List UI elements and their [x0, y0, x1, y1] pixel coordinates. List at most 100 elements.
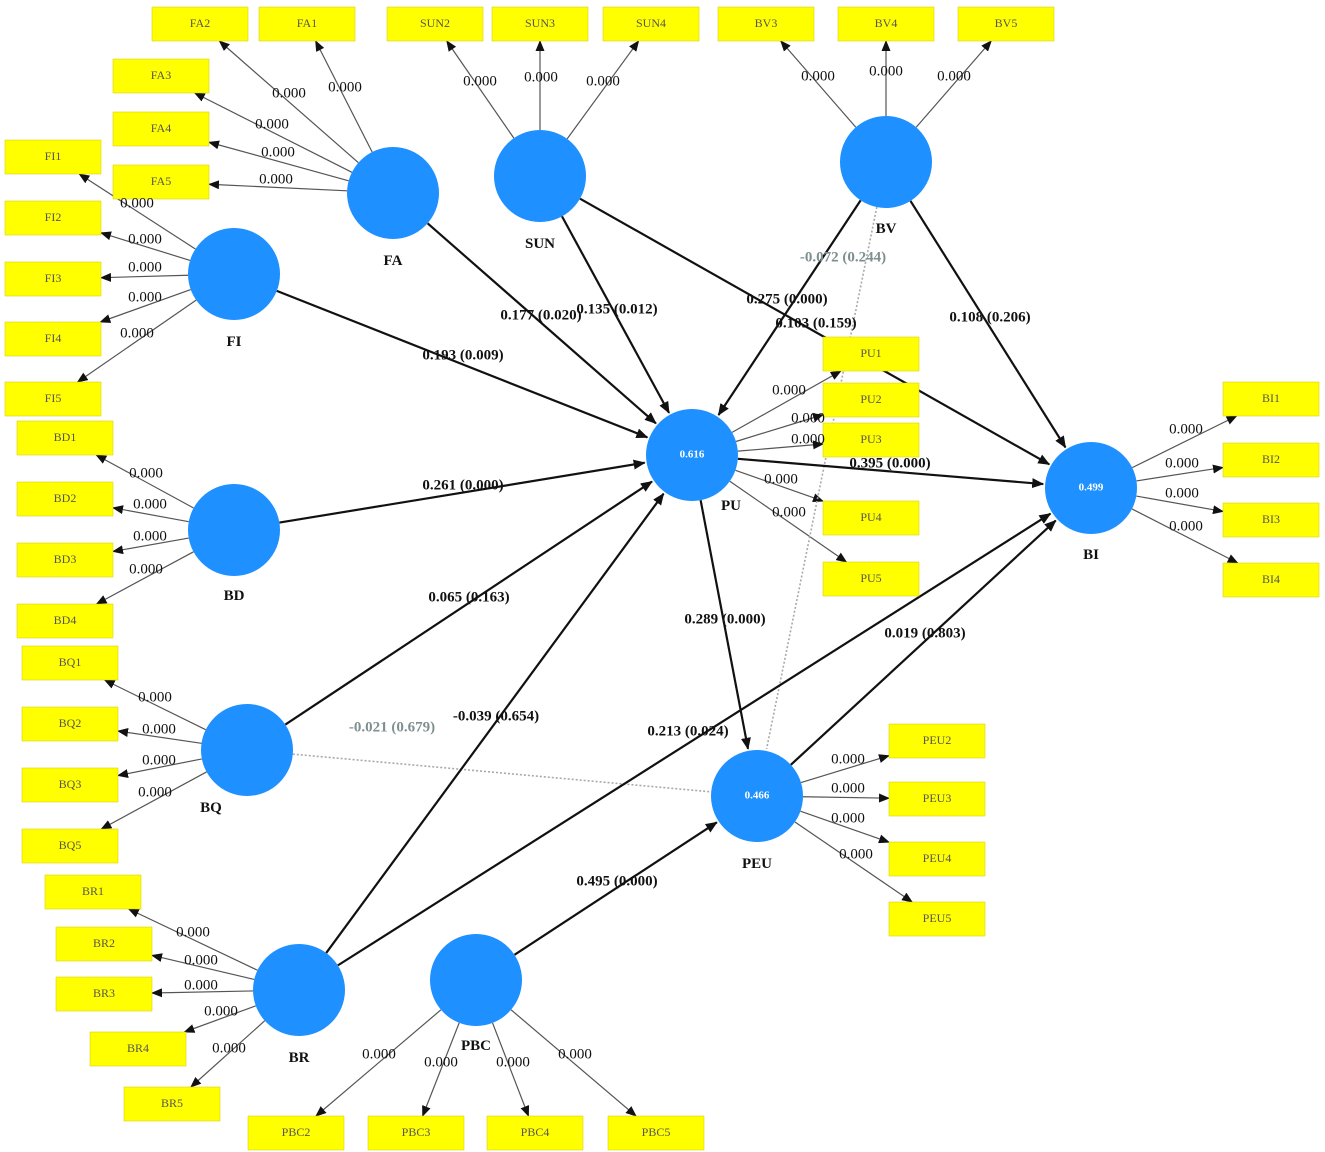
indicator-bq3[interactable]: BQ3 [21, 767, 119, 803]
latent-r-squared-bi: 0.499 [1079, 482, 1104, 494]
path-peu-to-bi[interactable] [790, 519, 1057, 766]
latent-fi[interactable] [188, 228, 280, 320]
loading-arrow-bi3 [1136, 495, 1224, 515]
latent-fa[interactable] [347, 147, 439, 239]
loading-arrow-pbc5 [510, 1009, 637, 1117]
indicator-bv3[interactable]: BV3 [717, 6, 815, 42]
indicator-fi2[interactable]: FI2 [4, 200, 102, 236]
indicator-sun4[interactable]: SUN4 [602, 6, 700, 42]
indicator-label-sun3: SUN3 [525, 16, 555, 30]
latent-pu[interactable]: 0.616 [646, 409, 738, 501]
indicator-peu3[interactable]: PEU3 [888, 781, 986, 817]
latent-r-squared-peu: 0.466 [745, 790, 770, 802]
indicator-peu4[interactable]: PEU4 [888, 841, 986, 877]
loading-arrow-peu3 [802, 793, 890, 803]
path-fa-to-pu[interactable] [426, 222, 657, 425]
indicator-fi1[interactable]: FI1 [4, 139, 102, 175]
indicator-box-fa2 [151, 6, 249, 42]
indicator-bq2[interactable]: BQ2 [21, 706, 119, 742]
latent-br[interactable] [253, 944, 345, 1036]
indicator-br2[interactable]: BR2 [55, 926, 153, 962]
indicator-pu2[interactable]: PU2 [822, 382, 920, 418]
path-bv-to-peu[interactable] [765, 206, 878, 750]
latent-sun[interactable] [494, 130, 586, 222]
path-br-to-pu[interactable] [325, 492, 665, 954]
indicator-bi1[interactable]: BI1 [1222, 381, 1320, 417]
indicator-br4[interactable]: BR4 [89, 1031, 187, 1067]
indicator-label-bd2: BD2 [54, 491, 77, 505]
path-bv-to-bi[interactable] [909, 200, 1067, 449]
indicator-fa5[interactable]: FA5 [112, 164, 210, 200]
loading-value-pu5: 0.000 [772, 504, 806, 520]
loading-arrow-pu3 [737, 440, 824, 452]
indicator-bi2[interactable]: BI2 [1222, 442, 1320, 478]
path-coefficient-sun-bi: 0.275 (0.000) [746, 291, 827, 307]
indicator-pu5[interactable]: PU5 [822, 561, 920, 597]
indicator-sun2[interactable]: SUN2 [386, 6, 484, 42]
indicator-pu4[interactable]: PU4 [822, 500, 920, 536]
indicator-bi3[interactable]: BI3 [1222, 502, 1320, 538]
indicator-fi4[interactable]: FI4 [4, 321, 102, 357]
indicator-pbc5[interactable]: PBC5 [607, 1115, 705, 1151]
indicator-bv5[interactable]: BV5 [957, 6, 1055, 42]
path-br-to-bi[interactable] [337, 512, 1052, 967]
indicator-bq1[interactable]: BQ1 [21, 645, 119, 681]
loading-value-bd2: 0.000 [133, 496, 167, 512]
path-bq-to-peu[interactable] [292, 753, 710, 793]
indicator-fa3[interactable]: FA3 [112, 58, 210, 94]
loading-value-pbc2: 0.000 [362, 1046, 396, 1062]
indicator-box-bd3 [16, 542, 114, 578]
indicator-fa1[interactable]: FA1 [258, 6, 356, 42]
path-sun-to-bi[interactable] [579, 197, 1051, 466]
loading-value-sun4: 0.000 [586, 73, 620, 89]
indicator-peu5[interactable]: PEU5 [888, 901, 986, 937]
indicator-pbc2[interactable]: PBC2 [247, 1115, 345, 1151]
indicator-fa2[interactable]: FA2 [151, 6, 249, 42]
indicator-bq5[interactable]: BQ5 [21, 828, 119, 864]
path-pu-to-peu[interactable] [699, 499, 751, 750]
loading-value-bv4: 0.000 [869, 63, 903, 79]
indicator-peu2[interactable]: PEU2 [888, 723, 986, 759]
latent-bi[interactable]: 0.499 [1045, 442, 1137, 534]
loading-arrow-pu2 [735, 413, 824, 443]
indicator-br1[interactable]: BR1 [44, 874, 142, 910]
path-bd-to-pu[interactable] [279, 459, 646, 524]
indicator-label-pbc3: PBC3 [402, 1125, 431, 1139]
latent-pbc[interactable] [430, 934, 522, 1026]
indicator-bi4[interactable]: BI4 [1222, 562, 1320, 598]
indicator-pu3[interactable]: PU3 [822, 422, 920, 458]
indicator-bd2[interactable]: BD2 [16, 481, 114, 517]
path-bv-to-pu[interactable] [717, 199, 862, 416]
latent-bd[interactable] [188, 484, 280, 576]
path-sun-to-pu[interactable] [561, 215, 671, 414]
indicator-box-pu4 [822, 500, 920, 536]
loading-value-peu3: 0.000 [831, 780, 865, 796]
indicator-bd1[interactable]: BD1 [16, 420, 114, 456]
loading-value-fi3: 0.000 [128, 259, 162, 275]
loading-arrow-br2 [151, 953, 255, 981]
latent-peu[interactable]: 0.466 [711, 750, 803, 842]
indicator-fi3[interactable]: FI3 [4, 261, 102, 297]
path-fi-to-pu[interactable] [276, 289, 649, 439]
latent-label-br: BR [289, 1050, 310, 1066]
path-pbc-to-peu[interactable] [513, 821, 718, 956]
indicator-pu1[interactable]: PU1 [822, 336, 920, 372]
indicator-br3[interactable]: BR3 [55, 976, 153, 1012]
indicator-pbc3[interactable]: PBC3 [367, 1115, 465, 1151]
path-bq-to-pu[interactable] [284, 480, 653, 726]
indicator-fi5[interactable]: FI5 [4, 381, 102, 417]
indicator-fa4[interactable]: FA4 [112, 111, 210, 147]
latent-circle-bv [840, 116, 932, 208]
latent-bq[interactable] [201, 704, 293, 796]
path-coefficient-sun-pu: 0.135 (0.012) [576, 301, 657, 317]
indicator-label-bi4: BI4 [1262, 572, 1280, 586]
indicator-bv4[interactable]: BV4 [837, 6, 935, 42]
path-pu-to-bi[interactable] [737, 457, 1045, 489]
indicator-br5[interactable]: BR5 [123, 1086, 221, 1122]
indicator-sun3[interactable]: SUN3 [491, 6, 589, 42]
latent-bv[interactable] [840, 116, 932, 208]
indicator-pbc4[interactable]: PBC4 [486, 1115, 584, 1151]
indicator-bd4[interactable]: BD4 [16, 603, 114, 639]
indicator-bd3[interactable]: BD3 [16, 542, 114, 578]
latent-circle-fa [347, 147, 439, 239]
